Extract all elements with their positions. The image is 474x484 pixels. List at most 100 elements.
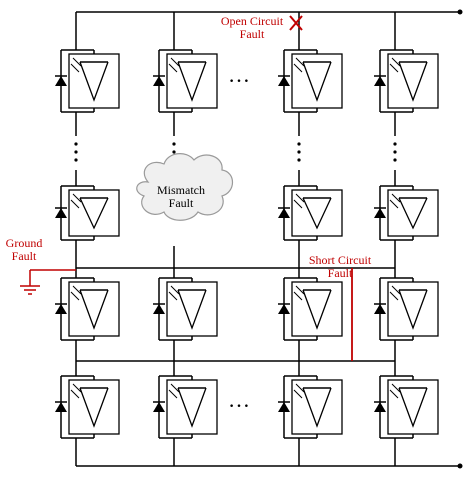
diode-icon	[278, 76, 290, 86]
pv-module-13	[374, 272, 439, 346]
panel-triangle	[398, 197, 428, 230]
panel-triangle	[302, 387, 332, 428]
bus-terminal-top	[457, 9, 463, 15]
panel-triangle	[302, 289, 332, 330]
light-arrow-2	[293, 63, 303, 73]
diode-icon	[278, 304, 290, 314]
diode-icon	[374, 208, 386, 218]
panel-triangle	[177, 61, 207, 102]
diode-icon	[153, 76, 165, 86]
string-continuation-dot	[172, 142, 176, 146]
light-arrow-1	[170, 57, 180, 67]
light-arrow-2	[70, 291, 80, 301]
pv-module-6	[153, 370, 218, 444]
cloud-icon	[136, 153, 234, 221]
open-circuit-x-stroke	[289, 15, 303, 31]
panel-triangle	[79, 197, 109, 230]
light-arrow-2	[389, 389, 399, 399]
bus-terminal-bottom	[457, 463, 463, 469]
string-continuation-dot	[74, 158, 78, 162]
string-continuation-dot	[172, 150, 176, 154]
pv-module-4	[153, 44, 218, 118]
light-arrow-1	[391, 57, 401, 67]
diode-icon	[55, 76, 67, 86]
pv-module-0	[55, 44, 120, 118]
string-continuation-dot	[393, 150, 397, 154]
string-continuation-dot	[297, 158, 301, 162]
pv-module-5	[153, 272, 218, 346]
pv-module-10	[278, 370, 343, 444]
light-arrow-1	[295, 193, 305, 203]
panel-triangle	[177, 289, 207, 330]
light-arrow-2	[293, 199, 303, 209]
string-continuation-dot	[74, 150, 78, 154]
light-arrow-2	[168, 291, 178, 301]
panel-triangle	[79, 289, 109, 330]
light-arrow-1	[72, 285, 82, 295]
string-continuation-dot	[74, 142, 78, 146]
diode-icon	[153, 304, 165, 314]
pv-modules-layer	[55, 44, 439, 444]
panel-triangle	[302, 61, 332, 102]
light-arrow-2	[389, 63, 399, 73]
string-continuation-dot	[297, 150, 301, 154]
light-arrow-1	[295, 383, 305, 393]
pv-module-11	[374, 44, 439, 118]
light-arrow-1	[72, 383, 82, 393]
diode-icon	[55, 304, 67, 314]
pv-module-9	[278, 272, 343, 346]
panel-triangle	[398, 289, 428, 330]
diode-icon	[374, 304, 386, 314]
string-continuation-dot	[393, 142, 397, 146]
light-arrow-2	[293, 291, 303, 301]
panel-triangle	[398, 61, 428, 102]
light-arrow-2	[70, 199, 80, 209]
ground-fault-label: Ground Fault	[5, 236, 43, 263]
open-circuit-fault-label: Open Circuit Fault	[220, 14, 284, 41]
light-arrow-1	[170, 285, 180, 295]
light-arrow-2	[168, 63, 178, 73]
mismatch-fault-label: Mismatch Fault	[157, 183, 205, 210]
pv-module-2	[55, 272, 120, 346]
diode-icon	[55, 208, 67, 218]
pv-module-7	[278, 44, 343, 118]
light-arrow-1	[295, 57, 305, 67]
light-arrow-2	[293, 389, 303, 399]
panel-triangle	[302, 197, 332, 230]
ellipsis-top: …	[228, 62, 250, 87]
short-circuit-fault-label: Short Circuit Fault	[308, 253, 372, 280]
pv-module-12	[374, 180, 439, 246]
diode-icon	[374, 76, 386, 86]
light-arrow-1	[391, 383, 401, 393]
light-arrow-1	[295, 285, 305, 295]
light-arrow-2	[168, 389, 178, 399]
light-arrow-2	[389, 199, 399, 209]
diode-icon	[374, 402, 386, 412]
light-arrow-2	[70, 63, 80, 73]
diode-icon	[153, 402, 165, 412]
pv-module-1	[55, 180, 120, 246]
faults-layer	[20, 15, 353, 361]
pv-module-14	[374, 370, 439, 444]
light-arrow-1	[72, 57, 82, 67]
light-arrow-2	[389, 291, 399, 301]
wiring-layer	[74, 9, 463, 469]
pv-module-8	[278, 180, 343, 246]
panel-triangle	[79, 387, 109, 428]
panel-triangle	[398, 387, 428, 428]
pv-module-3	[55, 370, 120, 444]
light-arrow-1	[170, 383, 180, 393]
diode-icon	[278, 402, 290, 412]
string-continuation-dot	[393, 158, 397, 162]
light-arrow-1	[72, 193, 82, 203]
diode-icon	[278, 208, 290, 218]
light-arrow-1	[391, 193, 401, 203]
panel-triangle	[177, 387, 207, 428]
light-arrow-1	[391, 285, 401, 295]
string-continuation-dot	[297, 142, 301, 146]
panel-triangle	[79, 61, 109, 102]
light-arrow-2	[70, 389, 80, 399]
diode-icon	[55, 402, 67, 412]
